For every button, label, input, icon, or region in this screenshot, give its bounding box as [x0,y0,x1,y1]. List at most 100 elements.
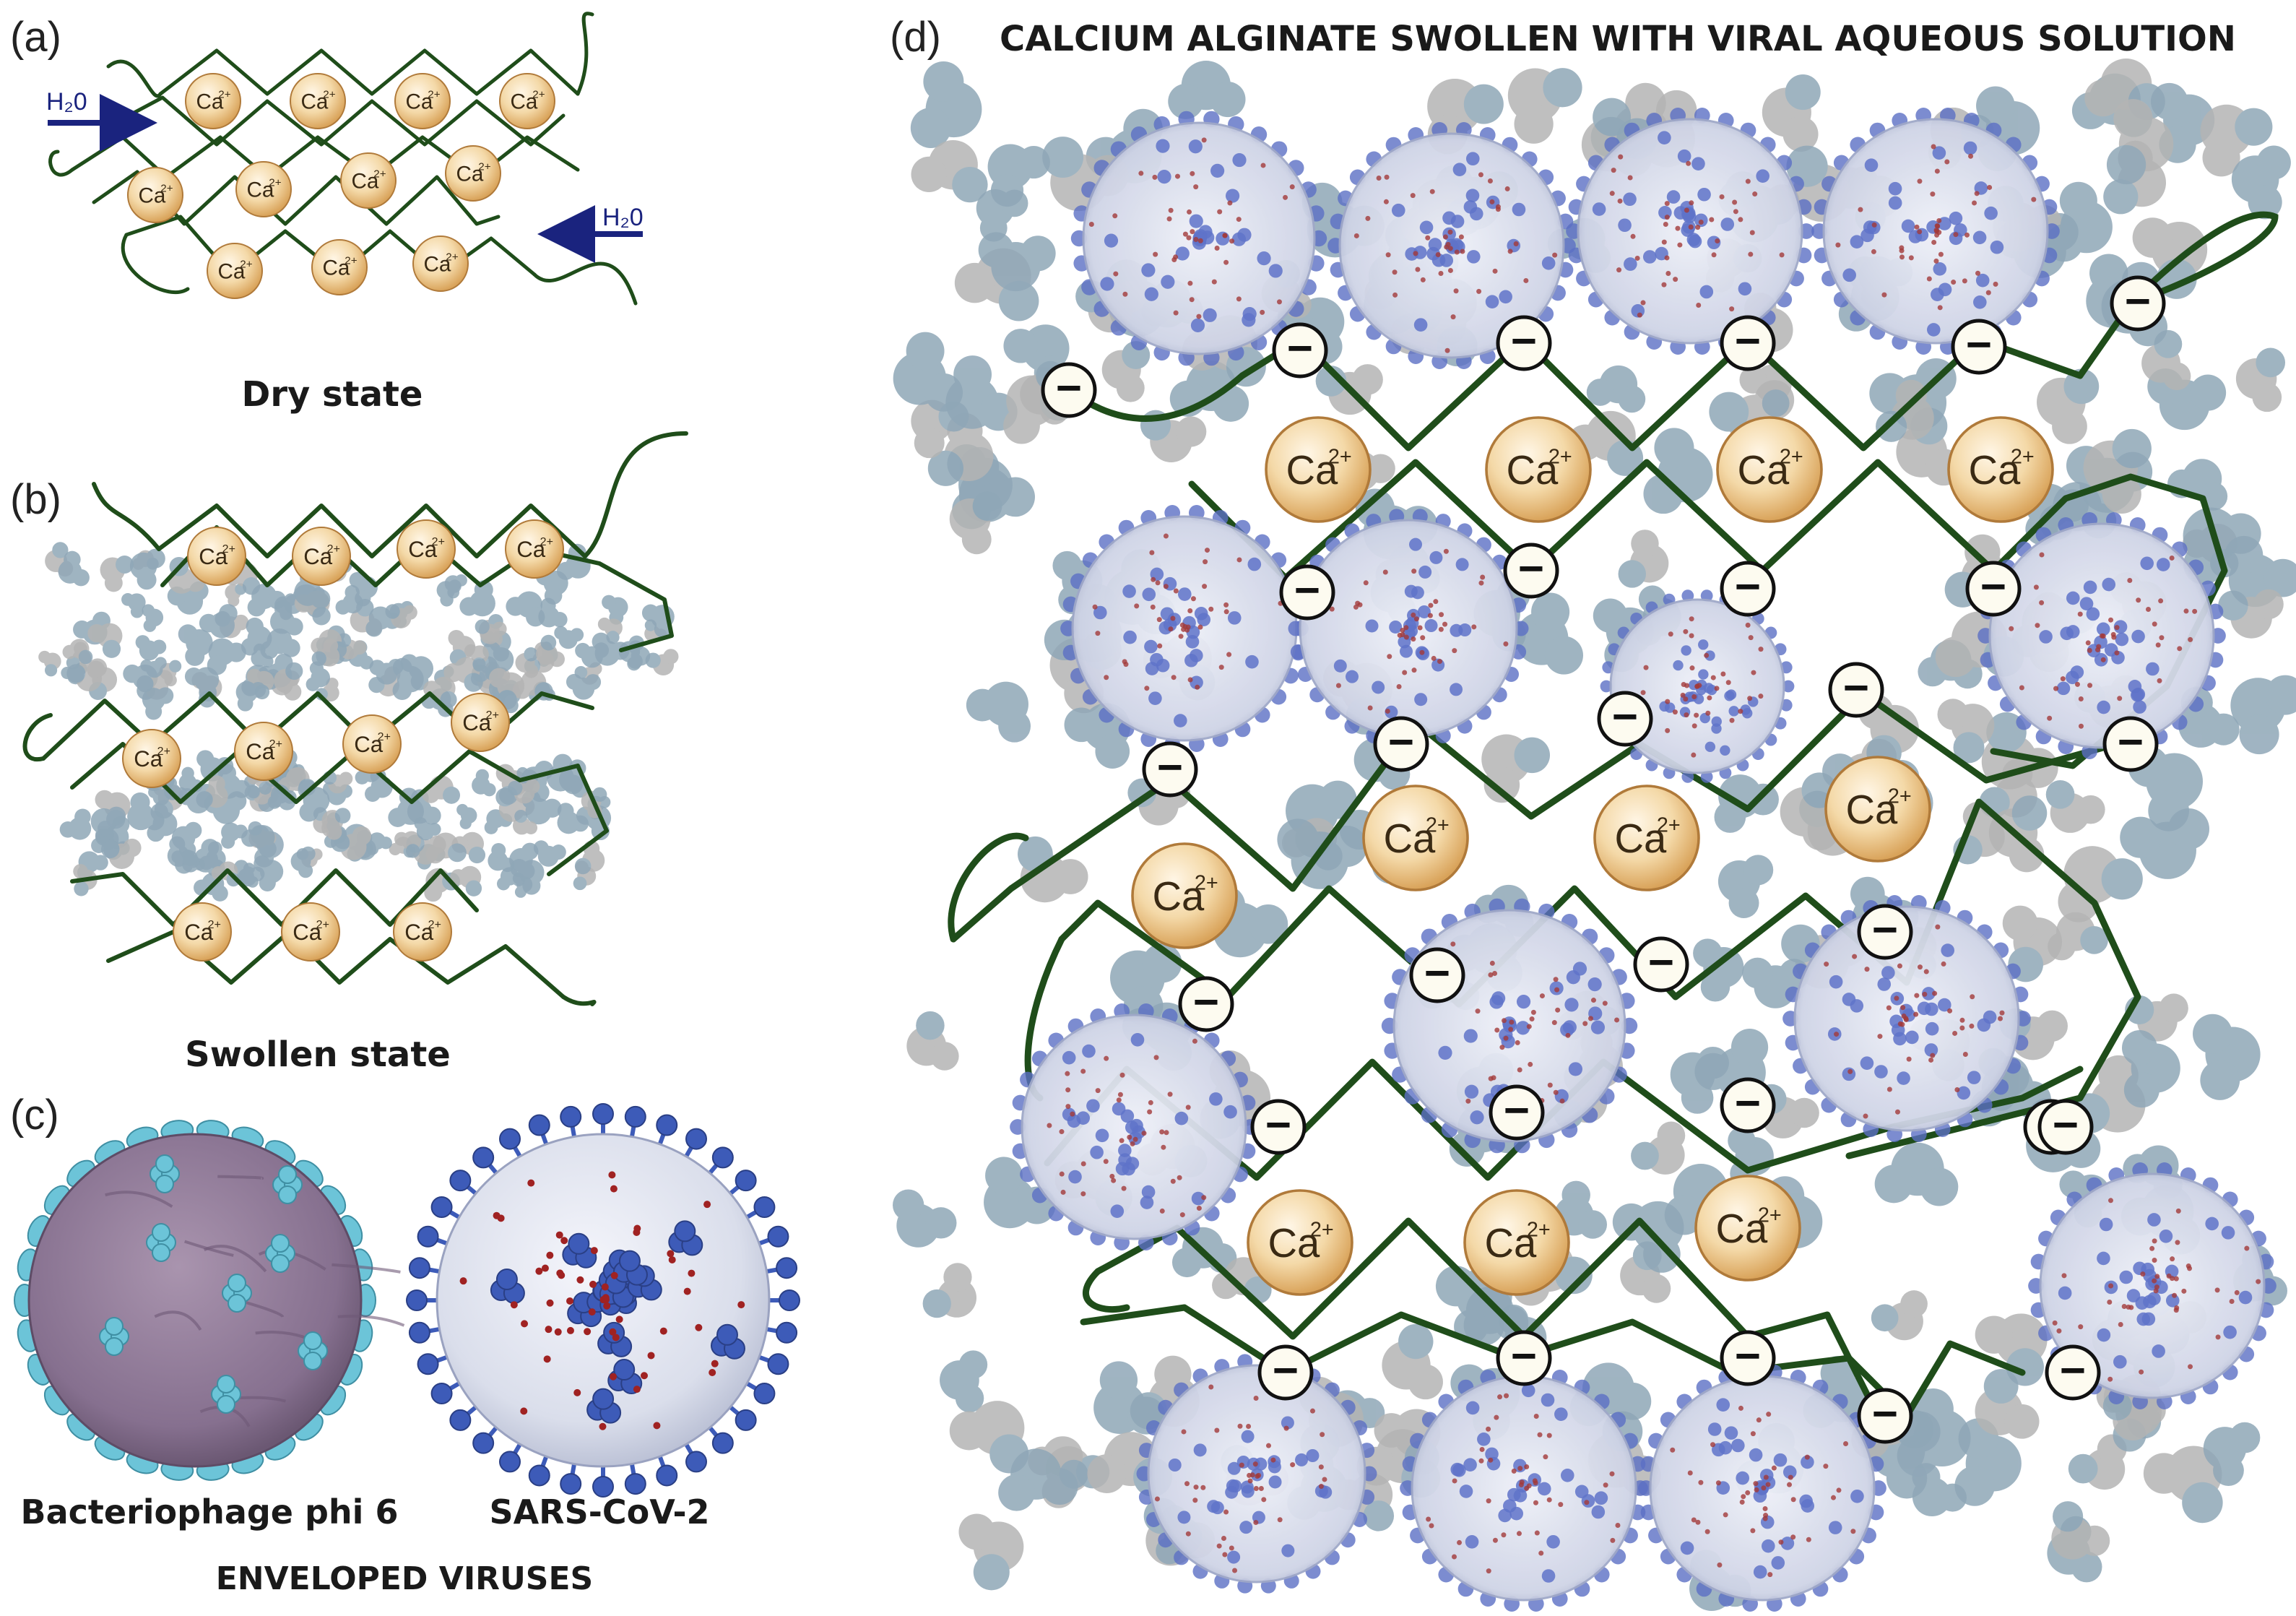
virus-dot [1711,252,1717,258]
virus-dot [1923,969,1929,975]
virus-dot [1935,924,1941,930]
virus-surface-protein [2039,630,2053,644]
calcium-ion-label: Ca [516,537,546,562]
virus-dot [1715,238,1720,244]
virus-dot [2192,608,2198,614]
virus-surface-protein [1753,1565,1767,1579]
virus-dot [2107,1198,2113,1204]
virus-surface-protein [1082,1044,1096,1058]
phage-surface-protein [146,1223,176,1262]
virus-dot [1664,215,1670,220]
water-molecule [38,650,61,677]
water-molecule [459,580,495,617]
calcium-ion-charge: 2+ [486,709,499,722]
virus-dot [1745,1490,1751,1495]
virus-dot [1788,1474,1793,1480]
sars-membrane-protein [640,1372,648,1380]
virus-dot [1195,684,1200,690]
virus-surface-protein [1333,659,1347,673]
virus-surface-protein [1268,1475,1282,1489]
anion-charge: − [1409,947,1465,1003]
virus-surface-protein [1157,170,1171,184]
virus-dot [1104,675,1109,680]
virus-dot [2234,1289,2240,1295]
virus-dot [1186,235,1192,241]
virus-dot [1750,1431,1756,1437]
water-label-left: H₂0 [46,88,87,116]
virus-dot [2047,715,2053,721]
virus-surface-protein [1666,190,1681,204]
virus-spike [1600,680,1613,693]
alginate-chain [576,12,594,96]
virus-dot [1532,1478,1538,1484]
virus-dot [1283,194,1288,200]
virus-dot [1495,204,1501,209]
virus-dot [1843,1441,1849,1447]
virus-dot [1492,268,1498,274]
water-molecule [140,657,167,678]
anion-label: − [1157,743,1183,792]
virus-dot [2009,626,2014,631]
virus-dot [1582,1021,1588,1027]
virus-dot [2019,685,2024,691]
virus-dot [1154,1496,1160,1502]
virus-surface-protein [1442,211,1456,225]
water-molecule [100,838,142,869]
virus-dot [1156,617,1162,623]
virus-particle [1566,108,1814,355]
virus-dot [1363,580,1369,586]
sars-spike-head [528,1464,550,1487]
calcium-ion-charge: 2+ [269,738,282,751]
virus-dot [1554,987,1560,993]
virus-surface-protein [1782,1465,1797,1479]
calcium-ion-charge: 2+ [2011,445,2035,468]
calcium-ion-label: Ca [1715,1206,1768,1251]
virus-dot [1134,603,1140,609]
virus-dot [1969,1023,1975,1029]
virus-dot [2181,1288,2187,1294]
virus-dot [1047,1123,1052,1128]
virus-dot [1111,1178,1117,1183]
water-molecule [512,809,538,835]
water-molecule [241,617,272,656]
virus-dot [2128,1305,2134,1310]
sars-spike-head [711,1146,734,1169]
virus-surface-protein [1888,196,1902,210]
virus-dot [1112,213,1118,219]
virus-surface-protein [1372,680,1385,694]
virus-surface-protein [1498,1508,1512,1523]
virus-dot [2061,1273,2067,1279]
virus-surface-protein [1564,998,1579,1012]
calcium-ion: Ca2+ [1247,1189,1353,1296]
virus-dot [1159,1129,1165,1135]
sars-spike-head [406,1289,428,1311]
anion-charge: − [1857,1388,1913,1444]
virus-dot [1719,194,1725,199]
virus-dot [1121,1185,1127,1191]
virus-dot [1217,209,1223,215]
virus-dot [2173,1276,2179,1282]
virus-dot [1935,223,1941,229]
virus-surface-protein [1464,1084,1479,1099]
virus-dot [1148,1099,1153,1105]
virus-dot [1847,1068,1853,1074]
virus-dot [1694,712,1699,718]
virus-dot [1494,1027,1500,1033]
virus-dot [1214,1427,1220,1433]
virus-dot [1147,1109,1153,1115]
virus-dot [1499,1045,1505,1050]
virus-surface-protein [1590,1020,1606,1034]
water-molecule [1631,1121,1686,1175]
virus-dot [1999,1010,2005,1016]
virus-surface-protein [1842,268,1856,282]
virus-dot [1707,695,1712,701]
virus-dot [1546,1497,1552,1503]
virus-dot [1513,241,1519,246]
calcium-ion: Ca2+ [505,519,564,579]
alginate-chain [2127,211,2279,307]
virus-dot [1492,970,1498,976]
virus-dot [1804,1454,1810,1460]
virus-surface-protein [2131,687,2146,701]
virus-dot [1750,1528,1756,1534]
virus-dot [1767,1572,1773,1578]
